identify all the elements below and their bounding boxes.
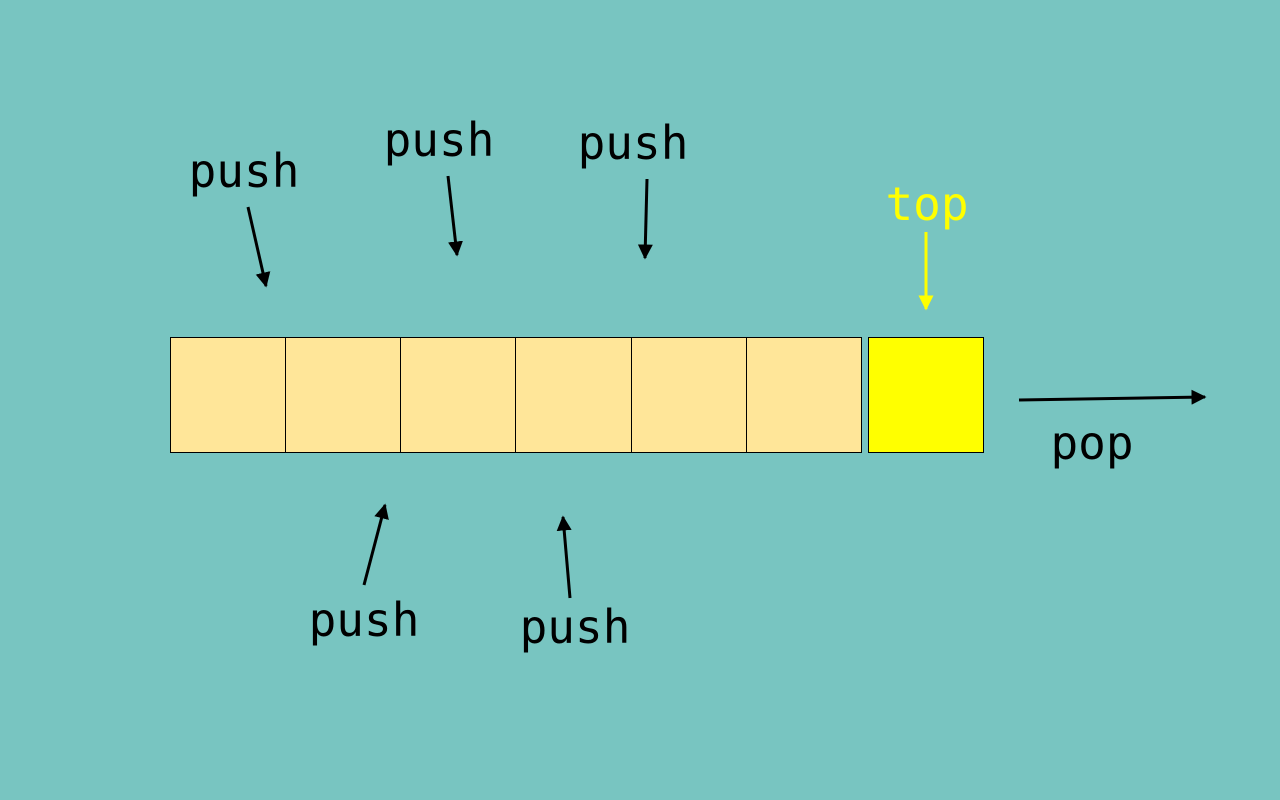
stack-cell	[285, 337, 401, 453]
push-arrow-3	[637, 178, 653, 260]
stack-cell	[746, 337, 862, 453]
push-label: push	[577, 116, 689, 170]
push-label: push	[383, 113, 495, 167]
push-arrow-5	[556, 515, 572, 599]
push-label: push	[519, 600, 631, 654]
stack-cell	[515, 337, 632, 453]
stack-cell	[631, 337, 747, 453]
push-arrow-2	[446, 175, 463, 257]
stack-cell	[400, 337, 516, 453]
top-cell	[868, 337, 984, 453]
push-label: push	[308, 593, 420, 647]
push-label: push	[188, 144, 300, 198]
push-arrow-4	[362, 503, 389, 586]
pop-label: pop	[1050, 416, 1134, 470]
top-label: top	[885, 177, 969, 231]
pop-arrow	[1018, 389, 1207, 405]
stack-cell	[170, 337, 286, 453]
push-arrow-1	[246, 206, 271, 288]
